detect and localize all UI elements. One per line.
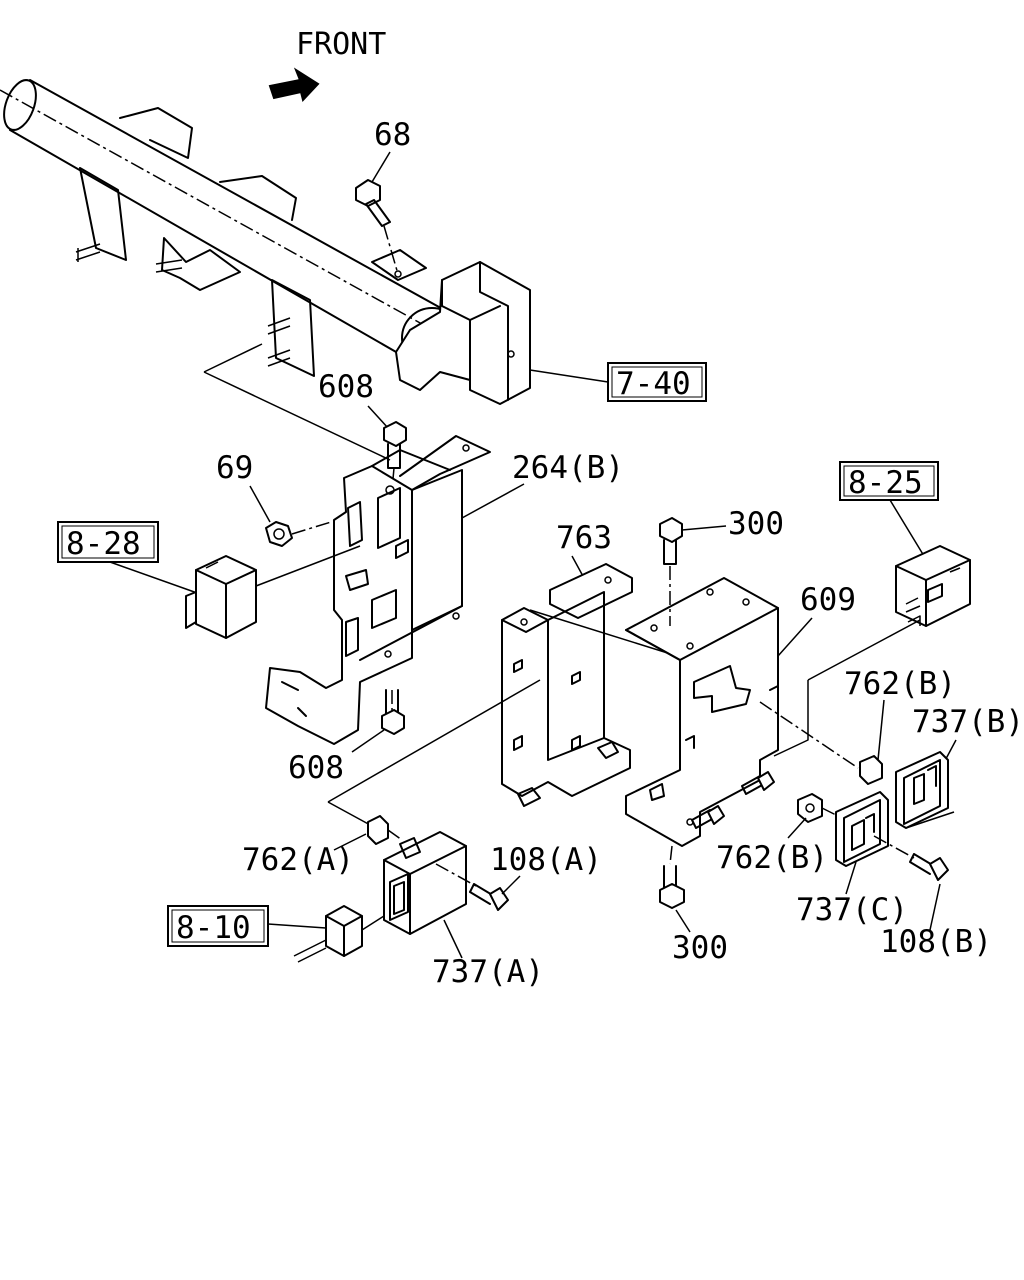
callout-608-top: 608	[318, 369, 374, 405]
callout-69: 69	[216, 450, 253, 486]
clip-762b-right: 762(B)	[759, 666, 956, 785]
ref-7-40-label: 7-40	[616, 366, 691, 402]
bolt-300-bottom: 300	[659, 845, 728, 966]
module-8-28	[185, 545, 361, 639]
callout-108a: 108(A)	[490, 842, 602, 878]
bolt-68: 68	[355, 117, 411, 275]
bolt-608-bottom: 608	[288, 689, 405, 786]
bolt-608-top: 608	[318, 369, 407, 491]
callout-737b: 737(B)	[912, 704, 1024, 740]
callout-763: 763	[556, 520, 612, 556]
callout-762b-right: 762(B)	[844, 666, 956, 702]
screw-108a: 108(A)	[435, 842, 602, 911]
front-label: FRONT	[296, 27, 386, 62]
reference-8-28[interactable]: 8-28	[57, 521, 201, 595]
reference-8-25[interactable]: 8-25	[839, 461, 939, 557]
callout-108b: 108(B)	[880, 924, 992, 960]
bracket-763: 763	[501, 520, 691, 807]
callout-300-top: 300	[728, 506, 784, 542]
front-indicator: FRONT	[268, 27, 386, 103]
module-8-25	[773, 545, 971, 757]
callout-609: 609	[800, 582, 856, 618]
screw-mid-right	[691, 771, 775, 829]
callout-300-bottom: 300	[672, 930, 728, 966]
ref-8-28-label: 8-28	[66, 526, 141, 562]
screw-108b: 108(B)	[873, 835, 992, 960]
bracket-264b: 264(B)	[203, 343, 624, 745]
ref-8-25-label: 8-25	[848, 465, 923, 501]
bracket-737b: 737(B)	[895, 704, 1024, 829]
callout-762b-mid: 762(B)	[716, 840, 828, 876]
reference-7-40[interactable]: 7-40	[529, 362, 707, 402]
callout-608-bottom: 608	[288, 750, 344, 786]
callout-737a: 737(A)	[432, 954, 544, 990]
arrow-right-icon	[268, 67, 320, 103]
connector-8-10	[293, 905, 385, 963]
clip-762b-mid: 762(B)	[716, 793, 843, 876]
bolt-300-top: 300	[659, 506, 784, 626]
callout-737c: 737(C)	[796, 892, 908, 928]
bracket-609: 609	[625, 577, 856, 847]
callout-264b: 264(B)	[512, 450, 624, 486]
reference-8-10[interactable]: 8-10	[167, 905, 327, 947]
callout-68: 68	[374, 117, 411, 153]
nut-69: 69	[216, 450, 345, 547]
ref-8-10-label: 8-10	[176, 910, 251, 946]
clip-762a: 762(A)	[242, 679, 541, 878]
module-737a: 737(A)	[383, 831, 544, 990]
cross-car-beam	[0, 79, 531, 405]
callout-762a: 762(A)	[242, 842, 354, 878]
bracket-737c: 737(C)	[796, 791, 908, 928]
